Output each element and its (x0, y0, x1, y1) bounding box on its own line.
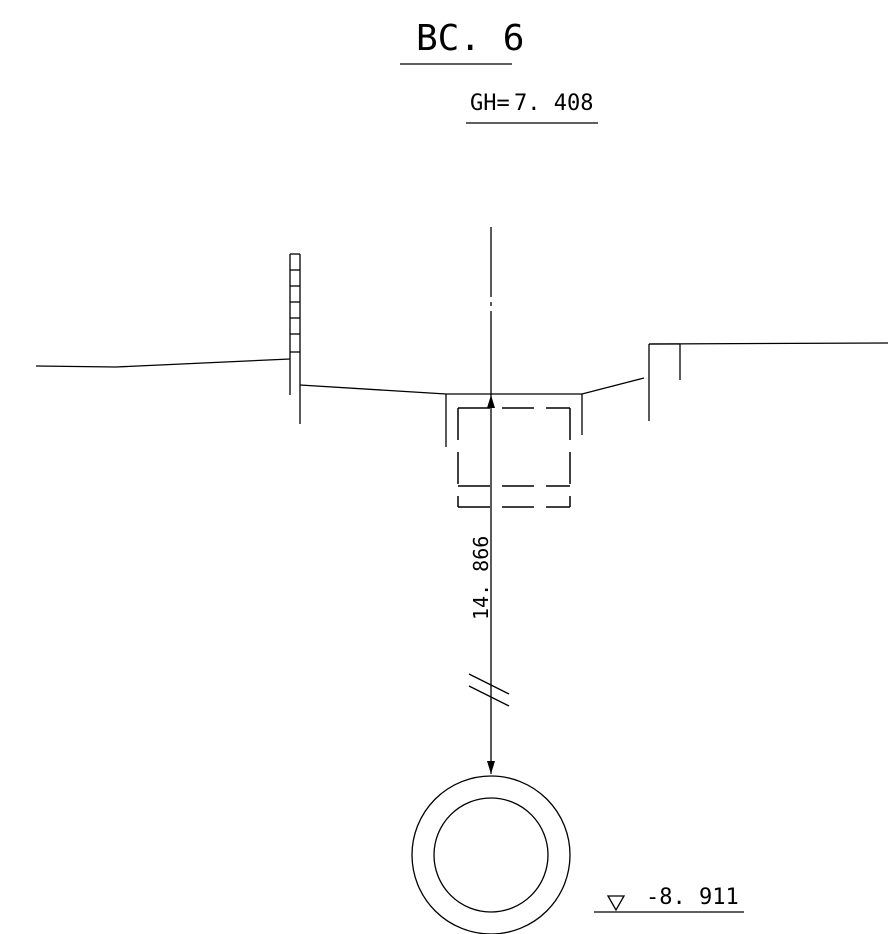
ground-line-left (35, 358, 291, 368)
depth-dimension-label: 14. 866 (469, 536, 493, 620)
ground-height-value: 7. 408 (514, 91, 593, 116)
ground-height-label: GH= (470, 91, 510, 116)
break-symbol (468, 673, 510, 707)
drawing-title: BC. 6 (416, 18, 524, 59)
left-retaining-wall (289, 253, 301, 424)
ground-line-right (648, 342, 889, 345)
level-marker-icon (594, 895, 744, 913)
culvert-side-walls (445, 394, 583, 447)
dimension-arrow-top (487, 395, 495, 408)
pipe-level-label: -8. 911 (646, 885, 739, 910)
pipe-section (411, 775, 571, 934)
dimension-arrow-bottom (487, 761, 495, 774)
right-retaining-wall (648, 343, 681, 421)
culvert-dashed-outline (457, 407, 571, 508)
ground-line-middle (299, 377, 645, 395)
